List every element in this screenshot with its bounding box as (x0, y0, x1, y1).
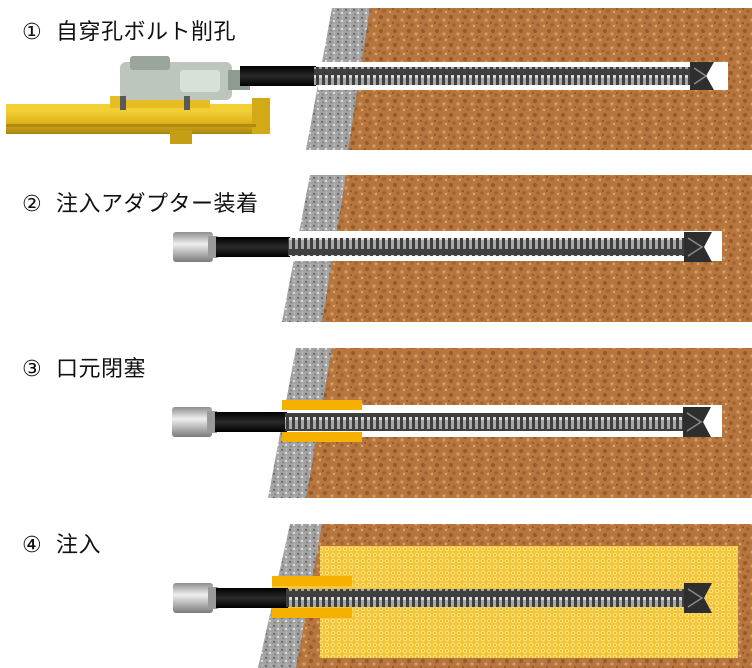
drill-bit-mark (687, 237, 704, 257)
drive-sleeve (240, 66, 316, 86)
step-4-scene (173, 524, 752, 668)
step-4-number: ④ (22, 533, 43, 558)
drill-bit-mark (686, 412, 703, 432)
self-drilling-bolt (286, 589, 684, 607)
step-1-number: ① (22, 20, 43, 45)
drill-head-detail (130, 56, 170, 70)
injection-adapter-neck (208, 236, 218, 258)
step-2-number: ② (22, 192, 43, 217)
self-drilling-bolt (314, 67, 690, 85)
step-3-number: ③ (22, 357, 43, 382)
drill-bit-mark (693, 67, 708, 85)
drive-sleeve (216, 588, 288, 608)
injection-adapter (172, 407, 212, 437)
step-2-title: ② 注入アダプター装着 (22, 186, 259, 218)
step-3-label: 口元閉塞 (56, 357, 147, 382)
drill-rail-end (252, 98, 270, 134)
step-3-title: ③ 口元閉塞 (22, 351, 146, 383)
drill-leg (120, 96, 126, 110)
drill-bracket (170, 130, 192, 144)
step-2-scene (173, 175, 752, 322)
self-drilling-bolt (288, 238, 684, 256)
step-2-label: 注入アダプター装着 (56, 192, 259, 217)
drill-rig (6, 56, 270, 144)
drive-sleeve (215, 412, 287, 432)
step-3-scene (172, 348, 752, 498)
injection-adapter-neck (207, 411, 217, 433)
injection-adapter (173, 232, 213, 262)
drill-rail-line (6, 124, 256, 127)
step-1-label: 自穿孔ボルト削孔 (56, 20, 237, 45)
self-drilling-bolt (285, 413, 683, 431)
drill-bit-mark (687, 588, 704, 608)
step-4-title: ④ 注入 (22, 527, 101, 559)
injection-adapter (173, 583, 213, 613)
drill-head-detail (180, 70, 220, 92)
step-1-title: ① 自穿孔ボルト削孔 (22, 14, 236, 46)
drill-leg (184, 96, 190, 110)
step-1-scene (6, 8, 752, 150)
step-4-label: 注入 (56, 533, 102, 558)
drill-rail (6, 110, 268, 134)
injection-adapter-neck (208, 587, 218, 609)
drive-sleeve (216, 237, 290, 257)
